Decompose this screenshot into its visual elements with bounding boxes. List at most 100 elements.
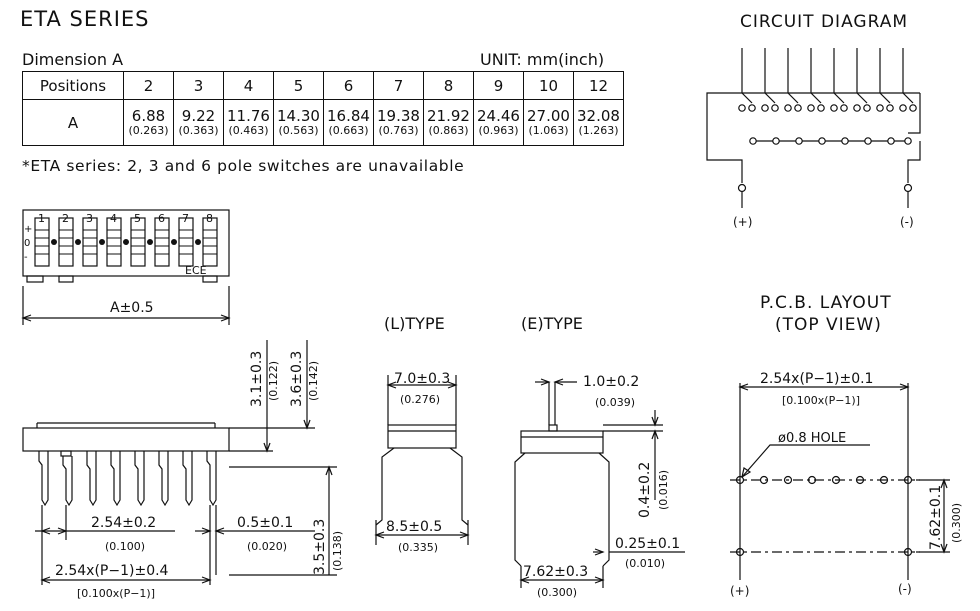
pcb-title-line1: P.C.B. LAYOUT xyxy=(760,293,892,313)
a-value-cell: 16.84(0.663) xyxy=(323,99,374,146)
e-type-title: (E)TYPE xyxy=(521,314,583,333)
a-value-inch: (0.963) xyxy=(478,123,519,137)
switch-top-view: 1 2 3 4 5 6 7 8 + 0 - ECE A±0.5 xyxy=(21,209,231,325)
l-type-title: (L)TYPE xyxy=(384,314,445,333)
a-value-mm: 24.46 xyxy=(477,106,520,125)
pcb-row-spacing-inch: (0.300) xyxy=(950,503,963,543)
availability-note: *ETA series: 2, 3 and 6 pole switches ar… xyxy=(22,157,465,175)
switch-number: 4 xyxy=(110,212,117,225)
dimension-label: Dimension A xyxy=(22,50,124,69)
e-type-top-inch: (0.039) xyxy=(595,396,635,409)
height-36-label: 3.6±0.3 xyxy=(289,351,305,407)
circuit-diagram: (+) (-) xyxy=(706,48,921,229)
height-31-inch: (0.122) xyxy=(267,361,280,401)
a-value-mm: 9.22 xyxy=(181,106,216,125)
brand-mark: ECE xyxy=(185,264,207,277)
a-value-inch: (0.763) xyxy=(378,123,419,137)
pitch-inch: (0.100) xyxy=(105,540,145,553)
series-title: ETA SERIES xyxy=(20,7,150,31)
position-cell: 2 xyxy=(123,71,174,100)
pin-width-label: 0.5±0.1 xyxy=(237,515,293,531)
position-cell: 6 xyxy=(323,71,374,100)
circuit-title: CIRCUIT DIAGRAM xyxy=(740,12,908,32)
e-type-right-label: 0.4±0.2 xyxy=(637,462,653,518)
a-value-inch: (1.063) xyxy=(528,123,569,137)
a-value-mm: 11.76 xyxy=(227,106,270,125)
e-type-top-label: 1.0±0.2 xyxy=(583,374,639,390)
side-mark: - xyxy=(24,252,28,263)
a-value-mm: 6.88 xyxy=(131,106,166,125)
position-cell: 12 xyxy=(573,71,624,100)
a-value-cell: 9.22(0.363) xyxy=(173,99,224,146)
pcb-plus-label: (+) xyxy=(730,584,749,598)
positions-row: Positions 2 3 4 5 6 7 8 9 10 12 xyxy=(22,71,624,100)
pin-length-inch: (0.138) xyxy=(331,531,344,571)
position-cell: 4 xyxy=(223,71,274,100)
a-value-inch: (0.463) xyxy=(228,123,269,137)
pcb-span-inch: [0.100x(P−1)] xyxy=(782,394,860,407)
unit-label: UNIT: mm(inch) xyxy=(480,50,605,69)
a-value-inch: (1.263) xyxy=(578,123,619,137)
e-type-lead-label: 0.25±0.1 xyxy=(615,536,680,552)
width-a-label: A±0.5 xyxy=(110,300,154,316)
switch-number: 7 xyxy=(182,212,189,225)
a-value-inch: (0.863) xyxy=(428,123,469,137)
switch-number: 1 xyxy=(38,212,45,225)
position-cell: 5 xyxy=(273,71,324,100)
position-cell: 7 xyxy=(373,71,424,100)
a-value-cell: 32.08(1.263) xyxy=(573,99,624,146)
circuit-minus-label: (-) xyxy=(900,215,914,229)
pitch-label: 2.54±0.2 xyxy=(91,515,156,531)
a-value-mm: 19.38 xyxy=(377,106,420,125)
l-type-drawing: 7.0±0.3 (0.276) 8.5±0.5 (0.335) xyxy=(374,371,470,554)
a-value-cell: 27.00(1.063) xyxy=(523,99,574,146)
a-row: A 6.88(0.263) 9.22(0.363) 11.76(0.463) 1… xyxy=(22,99,624,146)
pin-length-label: 3.5±0.3 xyxy=(312,519,328,575)
a-value-mm: 32.08 xyxy=(577,106,620,125)
pcb-row-spacing-label: 7.62±0.1 xyxy=(928,485,944,550)
a-row-label: A xyxy=(22,99,124,146)
a-value-cell: 19.38(0.763) xyxy=(373,99,424,146)
e-type-bottom-inch: (0.300) xyxy=(537,586,577,599)
position-cell: 3 xyxy=(173,71,224,100)
a-value-mm: 21.92 xyxy=(427,106,470,125)
e-type-drawing: 1.0±0.2 (0.039) 0.4±0.2 (0.016) 0.25±0.1… xyxy=(514,374,685,599)
side-mark: 0 xyxy=(24,238,30,249)
switch-number: 2 xyxy=(62,212,69,225)
l-type-bottom-label: 8.5±0.5 xyxy=(386,519,442,535)
l-type-bottom-inch: (0.335) xyxy=(398,541,438,554)
switch-number: 5 xyxy=(134,212,141,225)
switch-number: 8 xyxy=(206,212,213,225)
a-value-cell: 24.46(0.963) xyxy=(473,99,524,146)
l-type-top-inch: (0.276) xyxy=(400,393,440,406)
circuit-plus-label: (+) xyxy=(733,215,752,229)
positions-header: Positions xyxy=(22,71,124,100)
pin-width-inch: (0.020) xyxy=(247,540,287,553)
a-value-inch: (0.663) xyxy=(328,123,369,137)
height-36-inch: (0.142) xyxy=(307,361,320,401)
switch-number: 6 xyxy=(158,212,165,225)
side-mark: + xyxy=(24,224,32,235)
a-value-mm: 14.30 xyxy=(277,106,320,125)
position-cell: 8 xyxy=(423,71,474,100)
a-value-mm: 27.00 xyxy=(527,106,570,125)
span-label: 2.54x(P−1)±0.4 xyxy=(55,563,169,579)
pcb-layout-drawing: 2.54x(P−1)±0.1 [0.100x(P−1)] ø0.8 HOLE 7… xyxy=(730,371,963,598)
a-value-inch: (0.563) xyxy=(278,123,319,137)
a-value-inch: (0.363) xyxy=(178,123,219,137)
e-type-lead-inch: (0.010) xyxy=(625,557,665,570)
switch-side-view: 3.1±0.3 (0.122) 3.6±0.3 (0.142) 3.5±0.3 … xyxy=(22,340,344,600)
span-inch: [0.100x(P−1)] xyxy=(77,587,155,600)
position-cell: 9 xyxy=(473,71,524,100)
a-value-inch: (0.263) xyxy=(128,123,169,137)
a-value-cell: 14.30(0.563) xyxy=(273,99,324,146)
pcb-title-line2: (TOP VIEW) xyxy=(775,315,882,335)
a-value-cell: 6.88(0.263) xyxy=(123,99,174,146)
pcb-span-label: 2.54x(P−1)±0.1 xyxy=(760,371,873,387)
l-type-top-label: 7.0±0.3 xyxy=(394,371,450,387)
a-value-cell: 21.92(0.863) xyxy=(423,99,474,146)
height-31-label: 3.1±0.3 xyxy=(249,351,265,407)
e-type-bottom-label: 7.62±0.3 xyxy=(523,564,588,580)
pcb-minus-label: (-) xyxy=(898,582,912,596)
pcb-hole-label: ø0.8 HOLE xyxy=(778,431,846,446)
